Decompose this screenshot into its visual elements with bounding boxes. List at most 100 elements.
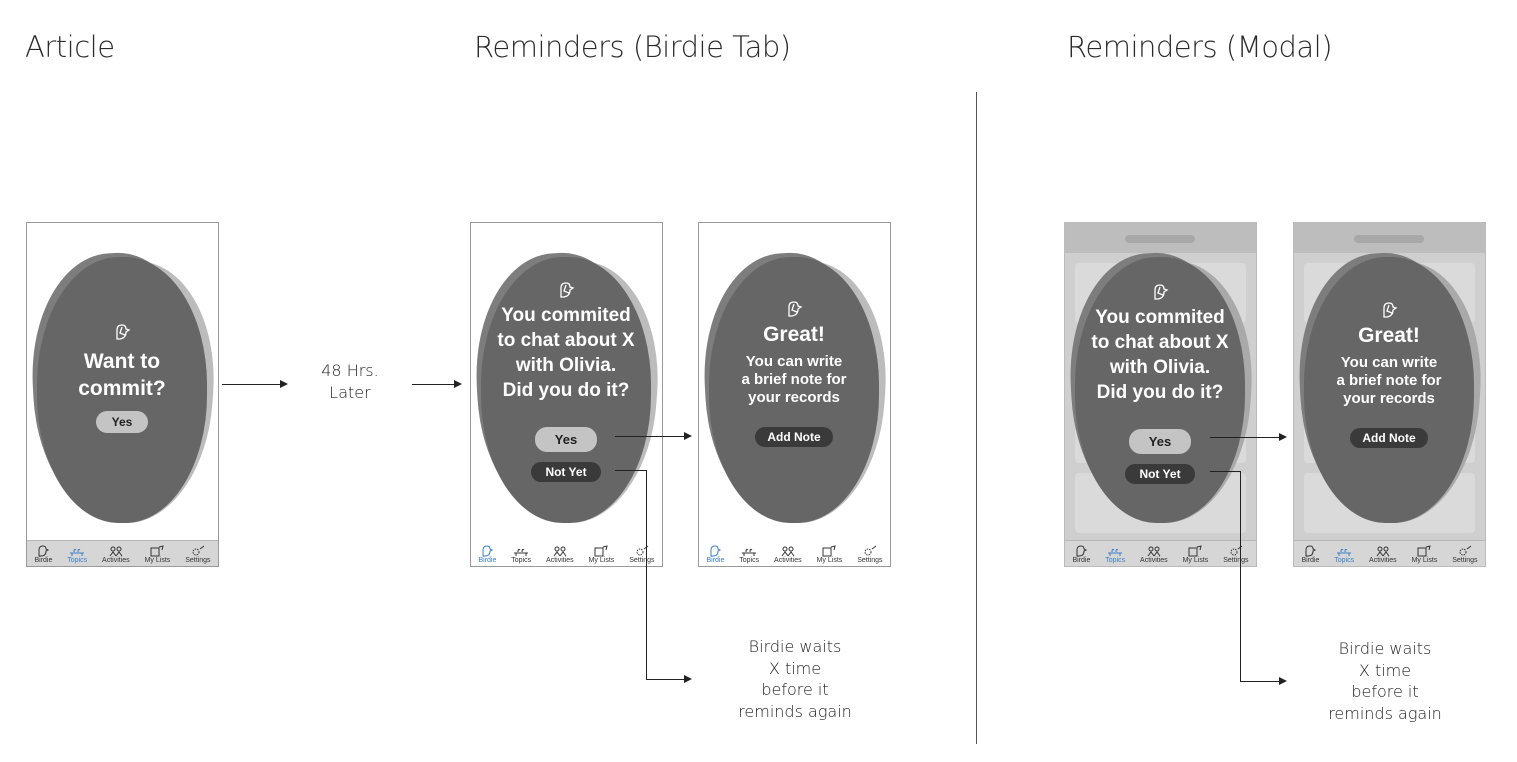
flow-arrow — [412, 384, 454, 385]
wait-note-line1: Birdie waits — [748, 637, 842, 656]
wait-note-modal: Birdie waits X time before it reminds ag… — [1315, 638, 1455, 724]
wait-note-line4: reminds again — [738, 701, 852, 721]
tab-bar: Birdie Topics Activities My Lists Settin… — [1065, 540, 1256, 566]
tab-label: Activities — [774, 557, 802, 564]
bird-icon — [788, 301, 803, 317]
wait-note-line4: reminds again — [1328, 703, 1442, 723]
tab-topics[interactable]: Topics — [511, 545, 531, 566]
yes-flow-arrow — [1210, 437, 1280, 438]
reminder-line1: You commited — [501, 305, 631, 326]
tab-label: Birdie — [1301, 557, 1320, 564]
bird-icon — [1076, 545, 1088, 557]
wait-note-line3: before it — [1351, 682, 1419, 701]
not-yet-flow-arrow — [1240, 471, 1241, 681]
arrow-head — [454, 380, 462, 388]
section-title-birdie-tab: Reminders (Birdie Tab) — [474, 30, 791, 64]
delay-label-line2: Later — [329, 382, 371, 402]
reminder-phone-screen: You commited to chat about X with Olivia… — [470, 222, 663, 567]
list-icon — [1188, 545, 1203, 557]
great-line3: your records — [1343, 390, 1435, 407]
delay-label-line1: 48 Hrs. — [321, 361, 379, 380]
gear-icon — [636, 545, 649, 556]
activities-icon — [553, 546, 567, 557]
tab-label: Birdie — [1072, 557, 1091, 564]
tab-birdie[interactable]: Birdie — [34, 545, 52, 566]
tab-topics[interactable]: Topics — [739, 545, 759, 566]
tab-activities[interactable]: Activities — [774, 545, 802, 566]
list-icon — [594, 545, 609, 557]
bird-icon — [710, 545, 722, 557]
tab-bar: Birdie Topics Activities My Lists Settin… — [699, 541, 890, 566]
tab-my-lists[interactable]: My Lists — [817, 545, 842, 566]
tab-label: Activities — [102, 557, 130, 564]
tab-my-lists[interactable]: My Lists — [1411, 545, 1438, 566]
tab-birdie[interactable]: Birdie — [1072, 545, 1090, 566]
tab-settings[interactable]: Settings — [185, 545, 210, 566]
great-card-content: Great! You can write a brief note for yo… — [709, 298, 879, 447]
wait-note-line2: X time — [1358, 660, 1412, 680]
commit-question-line2: commit? — [78, 377, 166, 400]
tab-topics[interactable]: Topics — [1105, 545, 1125, 566]
great-phone-screen: Great! You can write a brief note for yo… — [698, 222, 891, 567]
bird-icon — [1305, 545, 1317, 557]
yes-button[interactable]: Yes — [1128, 429, 1192, 454]
wait-note-line1: Birdie waits — [1338, 639, 1432, 658]
section-title-article: Article — [25, 30, 115, 64]
reminder-line2: to chat about X — [1091, 332, 1229, 353]
tab-my-lists[interactable]: My Lists — [145, 545, 170, 566]
great-line2: a brief note for — [741, 371, 847, 388]
not-yet-button[interactable]: Not Yet — [531, 462, 601, 482]
tab-activities[interactable]: Activities — [1140, 545, 1168, 566]
tab-bar: Birdie Topics Activities My Lists Settin… — [27, 540, 218, 566]
not-yet-flow-arrow — [615, 470, 646, 471]
tab-label: Settings — [629, 557, 655, 564]
tab-birdie[interactable]: Birdie — [706, 545, 724, 566]
wait-note-line2: X time — [768, 658, 822, 678]
tab-bar: Birdie Topics Activities My Lists Settin… — [1294, 540, 1485, 566]
tab-activities[interactable]: Activities — [102, 545, 130, 566]
reminder-card-content: You commited to chat about X with Olivia… — [481, 279, 651, 482]
tab-activities[interactable]: Activities — [546, 545, 574, 566]
yes-button[interactable]: Yes — [534, 427, 598, 452]
arrow-head — [1279, 677, 1287, 685]
tab-my-lists[interactable]: My Lists — [1182, 545, 1209, 566]
arrow-head — [280, 380, 288, 388]
tab-label: Topics — [511, 557, 532, 564]
not-yet-flow-arrow — [646, 679, 685, 680]
bird-icon — [482, 545, 494, 557]
tab-label: Birdie — [706, 557, 725, 564]
tab-topics[interactable]: Topics — [67, 545, 87, 566]
add-note-button[interactable]: Add Note — [1350, 428, 1428, 448]
list-icon — [150, 545, 165, 557]
arrow-head — [684, 675, 692, 683]
tab-settings[interactable]: Settings — [857, 545, 882, 566]
tab-label: Settings — [1223, 557, 1249, 564]
list-icon — [822, 545, 837, 557]
tab-activities[interactable]: Activities — [1369, 545, 1397, 566]
tab-settings[interactable]: Settings — [629, 545, 654, 566]
tab-topics[interactable]: Topics — [1334, 545, 1354, 566]
yes-button[interactable]: Yes — [95, 411, 149, 433]
tab-settings[interactable]: Settings — [1452, 545, 1477, 566]
tab-label: My Lists — [1182, 557, 1209, 564]
card-blob — [699, 223, 890, 545]
tab-birdie[interactable]: Birdie — [478, 545, 496, 566]
tab-label: My Lists — [1411, 557, 1438, 564]
tab-label: Settings — [1452, 557, 1478, 564]
add-note-button[interactable]: Add Note — [755, 427, 833, 447]
activities-icon — [781, 546, 795, 557]
great-line1: You can write — [1340, 354, 1438, 371]
tab-settings[interactable]: Settings — [1223, 545, 1248, 566]
nest-icon — [514, 548, 529, 556]
nest-icon — [742, 548, 757, 556]
modal-reminder-phone-screen: You commited to chat about X with Olivia… — [1064, 222, 1257, 567]
reminder-line4: Did you do it? — [502, 380, 630, 401]
not-yet-button[interactable]: Not Yet — [1125, 464, 1195, 484]
gear-icon — [864, 545, 877, 556]
tab-my-lists[interactable]: My Lists — [589, 545, 614, 566]
tab-birdie[interactable]: Birdie — [1301, 545, 1319, 566]
activities-icon — [109, 546, 123, 557]
great-line1: You can write — [745, 353, 843, 370]
modal-great-card-content: Great! You can write a brief note for yo… — [1304, 299, 1474, 448]
section-divider — [976, 92, 977, 744]
